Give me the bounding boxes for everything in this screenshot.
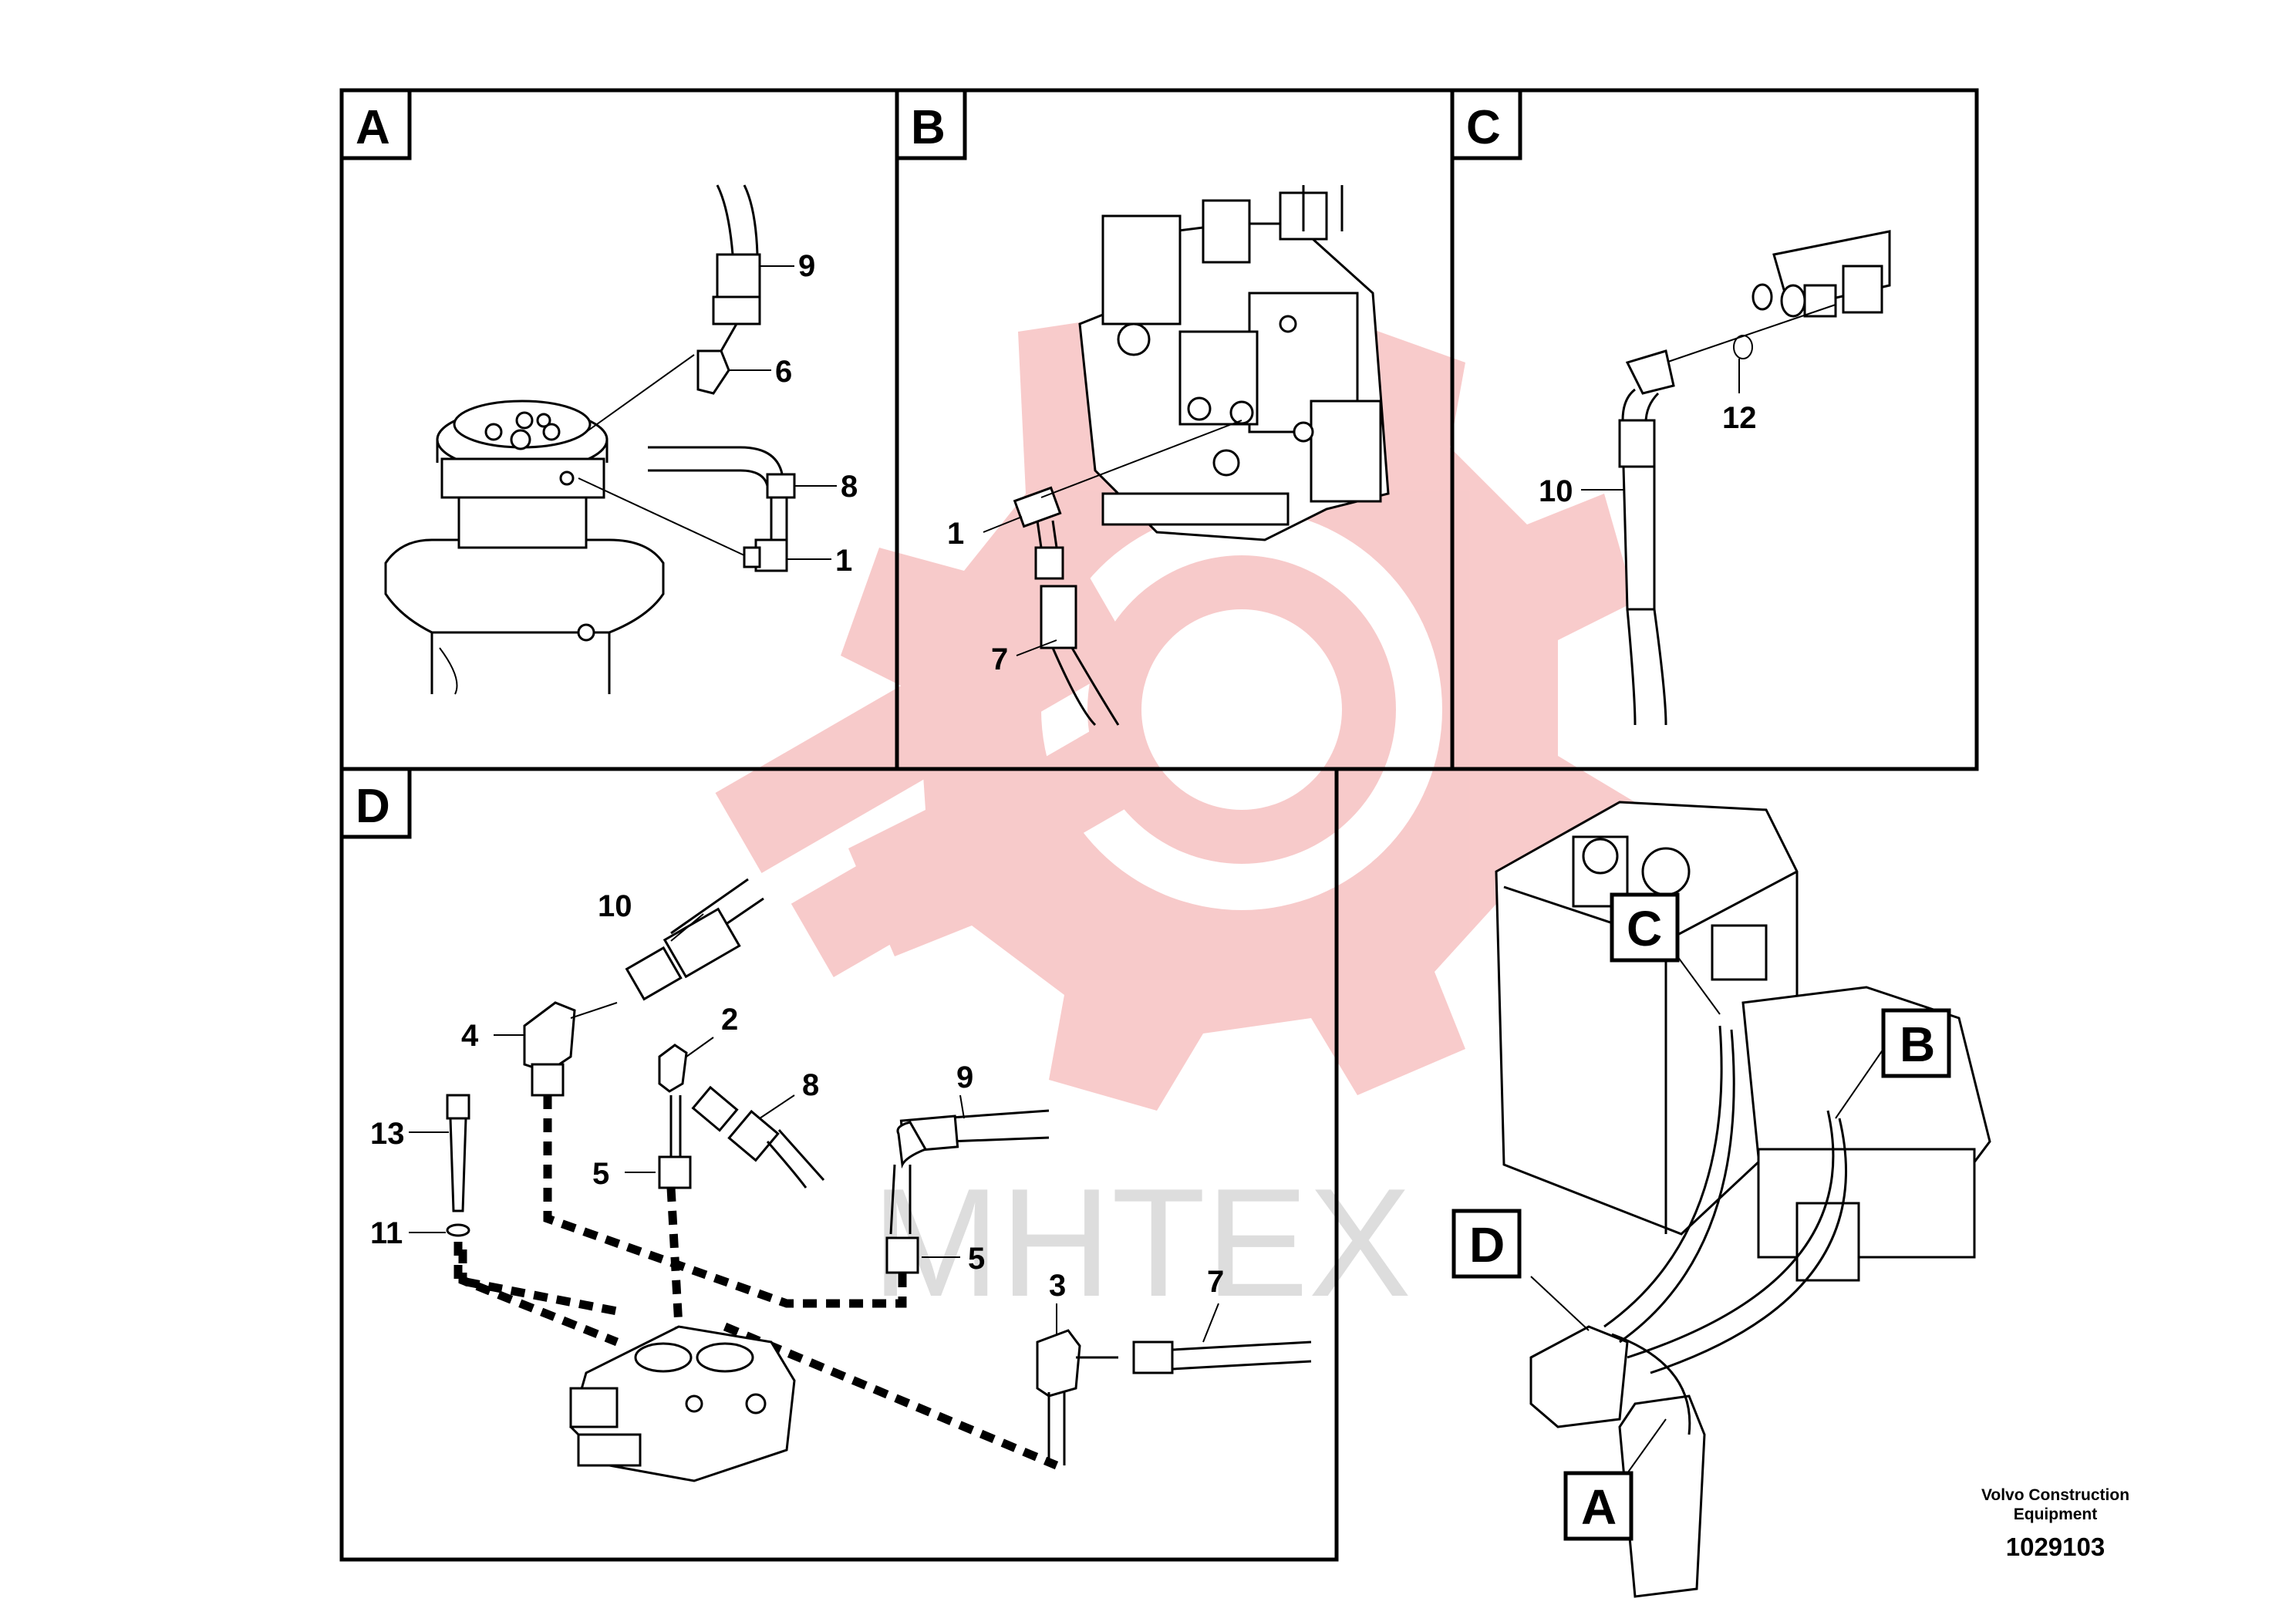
valve-body bbox=[569, 1325, 796, 1482]
overview-ref-d: D bbox=[1469, 1217, 1505, 1273]
callout-d-8: 8 bbox=[802, 1068, 819, 1102]
callout-d-9: 9 bbox=[956, 1061, 973, 1094]
callout-d-10: 10 bbox=[598, 889, 632, 923]
callout-a-9: 9 bbox=[798, 249, 815, 283]
panel-b-label: B bbox=[911, 101, 946, 154]
callout-a-8: 8 bbox=[841, 470, 858, 504]
machine-overview: C B D A bbox=[1451, 801, 1991, 1598]
callout-c-12: 12 bbox=[1722, 401, 1757, 435]
callout-a-1: 1 bbox=[835, 544, 852, 578]
panel-c-label: C bbox=[1466, 101, 1501, 154]
callout-b-1: 1 bbox=[947, 517, 964, 551]
callout-d-5b: 5 bbox=[968, 1242, 985, 1276]
callout-d-13: 13 bbox=[370, 1117, 405, 1151]
callout-d-11: 11 bbox=[370, 1216, 403, 1250]
control-valve bbox=[1078, 185, 1390, 541]
callout-d-3: 3 bbox=[1049, 1269, 1066, 1303]
panel-b: B 1 7 bbox=[895, 88, 1455, 771]
callout-d-2: 2 bbox=[721, 1003, 738, 1037]
swivel-joint bbox=[384, 400, 665, 695]
panel-d-label: D bbox=[356, 780, 390, 833]
credit-line-2: Equipment bbox=[2014, 1506, 2098, 1523]
callout-a-6: 6 bbox=[775, 355, 792, 389]
panel-a: A bbox=[339, 88, 899, 771]
callout-c-10: 10 bbox=[1539, 474, 1573, 508]
panel-a-label: A bbox=[356, 101, 390, 154]
callout-d-5a: 5 bbox=[592, 1157, 609, 1191]
overview-ref-b: B bbox=[1900, 1017, 1935, 1072]
callout-d-7: 7 bbox=[1207, 1265, 1224, 1299]
overview-ref-a: A bbox=[1581, 1479, 1617, 1535]
credit-line-1: Volvo Construction bbox=[1981, 1486, 2129, 1504]
overview-ref-c: C bbox=[1627, 901, 1662, 956]
panel-d: D 4 10 2 8 5 13 11 bbox=[339, 767, 1339, 1562]
callout-d-4: 4 bbox=[461, 1019, 479, 1053]
watermark-text: MHTEX bbox=[872, 1157, 1411, 1329]
document-number: 1029103 bbox=[2006, 1533, 2105, 1561]
panel-c: C 12 10 bbox=[1450, 88, 1979, 771]
callout-b-7: 7 bbox=[991, 642, 1008, 676]
